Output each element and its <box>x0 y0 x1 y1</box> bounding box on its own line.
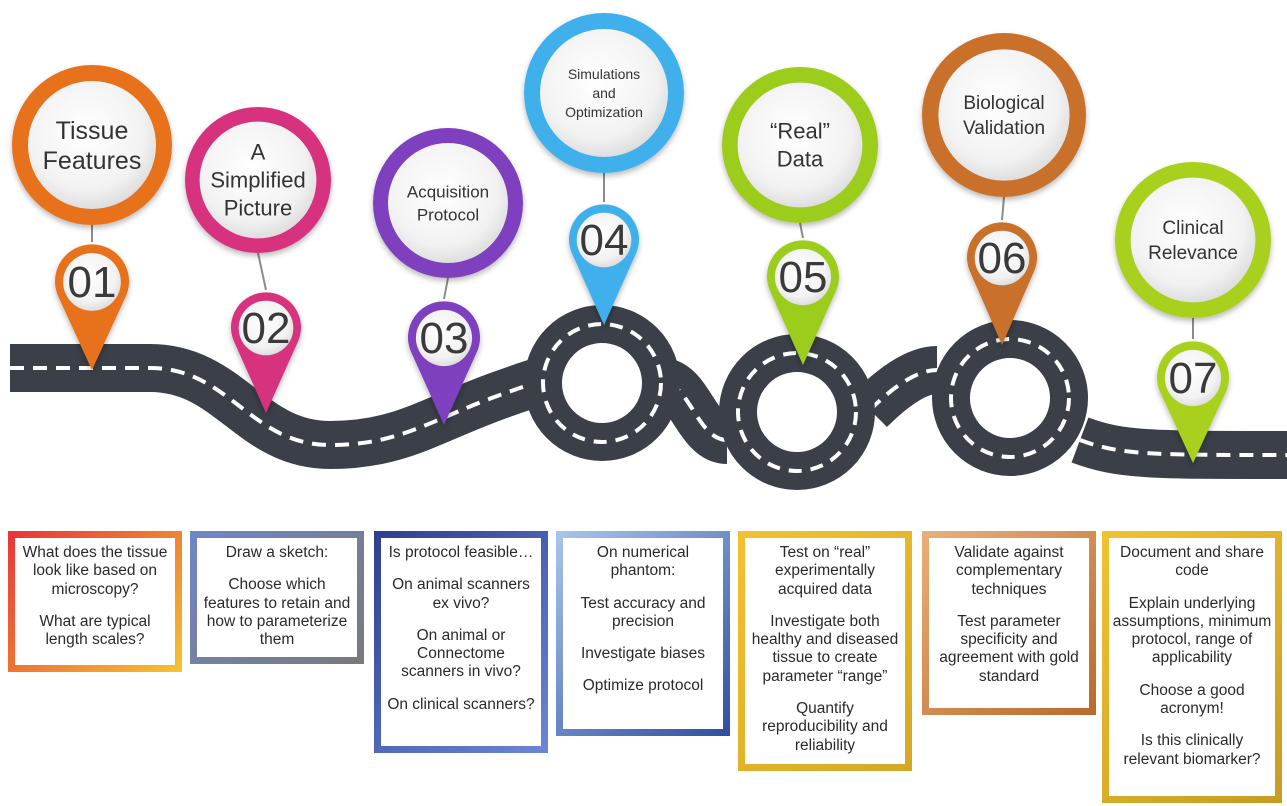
title-circle-face <box>388 143 508 263</box>
title-circle-face <box>540 29 668 157</box>
step-title-line: Biological <box>963 93 1044 114</box>
step-06-description-box: Validate against complementary technique… <box>922 531 1096 715</box>
description-line: Quantify reproducibility and reliability <box>762 699 888 754</box>
roundabout-2 <box>719 334 875 490</box>
pin-face <box>238 300 294 356</box>
step-title-line: Optimization <box>565 104 643 120</box>
step-title-line: Relevance <box>1148 243 1238 264</box>
title-circle-face <box>938 49 1070 181</box>
description-line: Choose a good acronym! <box>1139 681 1245 717</box>
step-number: 05 <box>779 253 828 302</box>
step-title-line: “Real” <box>770 119 830 144</box>
pin-face <box>576 212 632 268</box>
connector-line <box>1001 196 1005 221</box>
description-line: Investigate both healthy and diseased ti… <box>751 612 899 685</box>
description-line: Document and share code <box>1120 544 1264 580</box>
step-05-marker: “Real” Data 05 <box>722 67 878 365</box>
step-title-line: Picture <box>224 196 292 221</box>
title-circle-face <box>737 82 863 208</box>
road <box>10 305 1287 490</box>
step-title-line: Clinical <box>1162 218 1223 239</box>
pin-face <box>1164 349 1222 407</box>
connector-line <box>799 222 804 239</box>
step-01-description-box: What does the tissue look like based on … <box>8 531 182 672</box>
pin-face <box>63 253 121 311</box>
step-title: “Real” Data <box>770 119 830 172</box>
description-line: Draw a sketch: <box>225 544 329 561</box>
description-line: On numerical phantom: <box>596 544 690 580</box>
description-line: Choose which features to retain and how … <box>203 576 351 649</box>
step-title-line: Simulations <box>568 66 640 82</box>
roundabout-1 <box>524 305 680 461</box>
step-number: 03 <box>420 314 469 363</box>
description-line: Explain underlying assumptions, minimum … <box>1112 594 1272 667</box>
description-line: On animal scanners ex vivo? <box>392 576 530 612</box>
description-line: Test on “real” experimentally acquired d… <box>775 544 875 598</box>
step-number: 01 <box>68 258 117 307</box>
step-title-line: A <box>251 140 266 165</box>
description-line: What does the tissue look like based on … <box>22 544 168 598</box>
description-line: Investigate biases <box>580 645 706 663</box>
step-number: 07 <box>1169 354 1218 403</box>
roundabout-3 <box>932 320 1088 476</box>
step-title-line: Protocol <box>417 205 479 224</box>
description-line: Optimize protocol <box>582 677 704 695</box>
title-circle-face <box>28 81 156 209</box>
pin-face <box>974 230 1030 286</box>
step-title-line: Acquisition <box>407 182 489 201</box>
description-line: Validate against complementary technique… <box>954 544 1064 598</box>
connector-line <box>257 252 267 291</box>
step-03-description-box: Is protocol feasible… On animal scanners … <box>374 531 548 753</box>
connector-line <box>443 277 449 300</box>
step-title-line: and <box>592 85 615 101</box>
pin-face <box>774 248 832 306</box>
description-line: On clinical scanners? <box>387 695 535 713</box>
step-title-line: Validation <box>963 118 1045 139</box>
step-title-line: Tissue <box>56 117 129 145</box>
step-number: 06 <box>978 234 1027 283</box>
step-02-description-box: Draw a sketch: Choose which features to r… <box>190 531 364 664</box>
step-05-description-box: Test on “real” experimentally acquired d… <box>738 531 912 771</box>
step-title-line: Data <box>777 147 824 172</box>
step-number: 02 <box>242 304 291 353</box>
pin-face <box>415 309 473 367</box>
description-line: Is protocol feasible… <box>388 544 534 561</box>
description-line: On animal or Connectome scanners in vivo… <box>401 626 521 681</box>
step-04-description-box: On numerical phantom: Test accuracy and p… <box>556 531 730 736</box>
title-circle-face <box>199 121 317 239</box>
step-number: 04 <box>580 216 629 265</box>
description-line: Test accuracy and precision <box>580 594 706 630</box>
description-line: What are typical length scales? <box>39 612 151 649</box>
step-title-line: Simplified <box>210 168 305 193</box>
title-circle-face <box>1130 177 1256 303</box>
description-line: Is this clinically relevant biomarker? <box>1123 732 1261 768</box>
step-title-line: Features <box>43 147 142 175</box>
description-line: Test parameter specificity and agreement… <box>939 612 1079 685</box>
